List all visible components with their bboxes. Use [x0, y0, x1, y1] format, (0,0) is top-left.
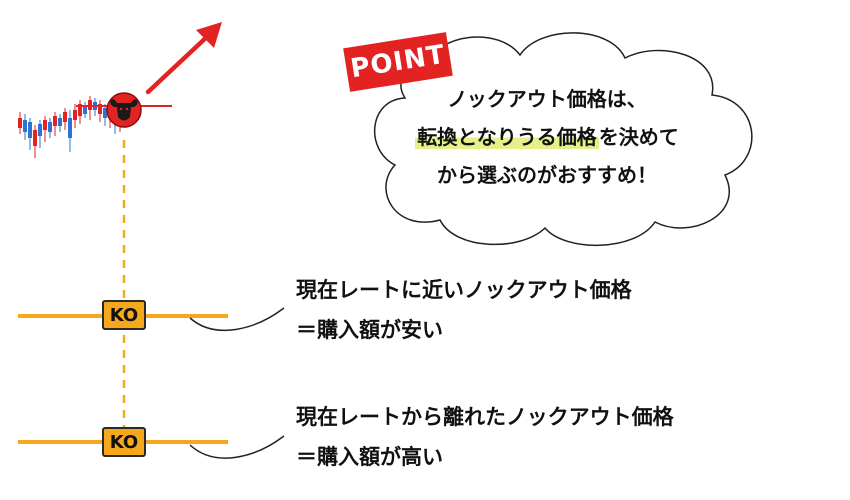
- ko-badge-far: KO: [102, 427, 146, 457]
- cloud-line-2-rest: を決めて: [598, 125, 679, 149]
- note-near-line-1: 現在レートに近いノックアウト価格: [296, 278, 632, 302]
- note-near: 現在レートに近いノックアウト価格 ＝購入額が安い: [296, 270, 632, 350]
- candle-body: [38, 124, 42, 136]
- cloud-line-1: ノックアウト価格は、: [447, 87, 647, 111]
- cloud-highlight: 転換となりうる価格: [415, 125, 599, 149]
- candle-body: [63, 112, 67, 122]
- candle-body: [28, 122, 32, 138]
- ko-badge-near: KO: [102, 300, 146, 330]
- note-far-line-2: ＝購入額が高い: [296, 445, 443, 469]
- candle-body: [98, 104, 102, 114]
- candle-body: [23, 120, 27, 132]
- candle-body: [73, 110, 77, 120]
- candle-body: [53, 116, 57, 126]
- candle-body: [33, 130, 37, 146]
- candle-body: [103, 108, 107, 118]
- up-arrow-icon: [145, 22, 222, 95]
- candle-body: [43, 120, 47, 130]
- candle-body: [78, 104, 82, 116]
- candle-body: [58, 118, 62, 126]
- candle-body: [18, 118, 22, 128]
- candle-body: [83, 106, 87, 114]
- cloud-line-2: 転換となりうる価格を決めて: [392, 118, 702, 156]
- connector-far: [189, 435, 285, 459]
- note-far-line-1: 現在レートから離れたノックアウト価格: [296, 405, 674, 429]
- cloud-message: ノックアウト価格は、 転換となりうる価格を決めて から選ぶのがおすすめ！: [392, 80, 702, 194]
- cloud-line-3: から選ぶのがおすすめ！: [437, 163, 657, 187]
- connector-near: [189, 307, 285, 332]
- bull-head-icon: [106, 92, 142, 128]
- candle-body: [48, 122, 52, 132]
- note-far: 現在レートから離れたノックアウト価格 ＝購入額が高い: [296, 397, 674, 477]
- note-near-line-2: ＝購入額が安い: [296, 318, 443, 342]
- candle-body: [68, 118, 72, 138]
